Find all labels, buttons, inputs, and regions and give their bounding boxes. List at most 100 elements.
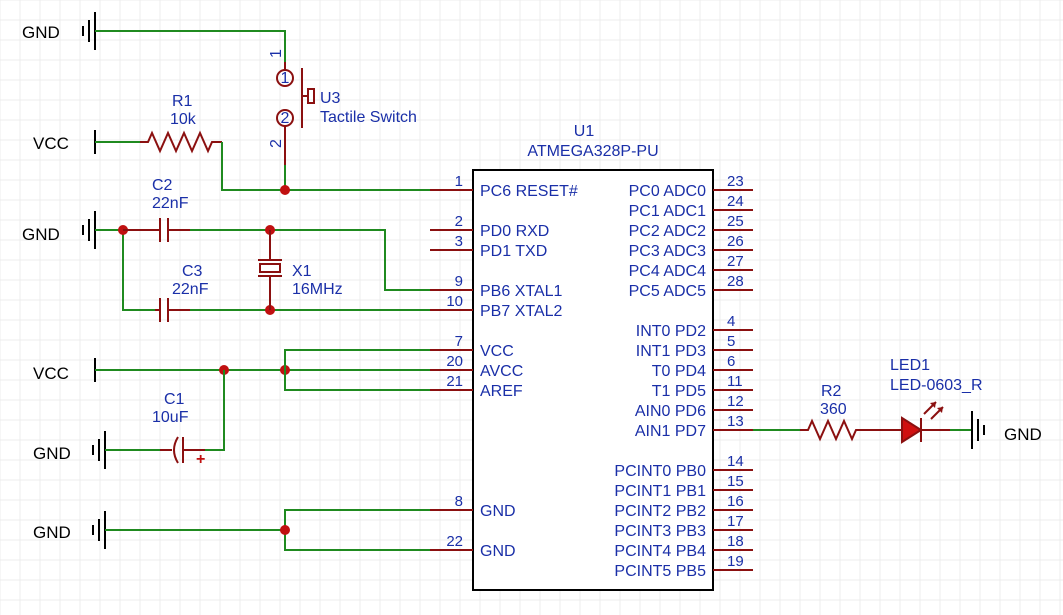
- gnd-symbol-mcu: [92, 511, 106, 549]
- pin-number: 21: [446, 373, 463, 390]
- pin-name: PB6 XTAL1: [480, 283, 563, 300]
- gnd-symbol-top: [82, 12, 96, 50]
- pin-name: PC0 ADC0: [629, 183, 706, 200]
- pin-name: PCINT0 PB0: [614, 463, 706, 480]
- c2-value: 22nF: [152, 195, 189, 212]
- pin-name: PC4 ADC4: [629, 263, 706, 280]
- switch-pin2-number: 2: [268, 139, 285, 148]
- pin-number: 1: [455, 173, 463, 190]
- pin-name: GND: [480, 543, 516, 560]
- r1-ref: R1: [172, 93, 193, 110]
- switch-pin1-circle: [276, 69, 294, 87]
- gnd-led-label: GND: [1004, 425, 1042, 444]
- pin-name: INT0 PD2: [636, 323, 706, 340]
- capacitor-c3[interactable]: [159, 298, 169, 322]
- pin-name: PD1 TXD: [480, 243, 547, 260]
- vcc-r1-label: VCC: [33, 134, 69, 153]
- wire-vcc-aref: [284, 349, 430, 391]
- crystal-x1[interactable]: [258, 230, 282, 310]
- pin-number: 28: [727, 273, 744, 290]
- pin-number: 16: [727, 493, 744, 510]
- pin-name: PCINT1 PB1: [614, 483, 706, 500]
- switch-pin1-text: 1: [281, 70, 290, 87]
- pin-number: 6: [727, 353, 735, 370]
- resistor-r1[interactable]: [140, 130, 222, 154]
- switch-pin1-number: 1: [268, 49, 285, 58]
- pin-number: 8: [455, 493, 463, 510]
- pin-name: VCC: [480, 343, 514, 360]
- pin-name: PC6 RESET#: [480, 183, 578, 200]
- gnd-mcu-label: GND: [33, 523, 71, 542]
- pin-number: 18: [727, 533, 744, 550]
- c2-ref: C2: [152, 177, 173, 194]
- tactile-switch-u3[interactable]: [276, 62, 315, 165]
- pin-name: AIN0 PD6: [635, 403, 706, 420]
- wire-xtal1: [190, 229, 430, 291]
- pin-number: 26: [727, 233, 744, 250]
- led-led1[interactable]: [901, 401, 944, 444]
- pin-name: INT1 PD3: [636, 343, 706, 360]
- pin-name: AREF: [480, 383, 523, 400]
- pin-number: 14: [727, 453, 744, 470]
- capacitor-c1[interactable]: [160, 436, 205, 464]
- pin-number: 11: [727, 373, 743, 390]
- u3-value: Tactile Switch: [320, 109, 417, 126]
- c1-polarity-mark: +: [196, 451, 205, 468]
- u3-ref: U3: [320, 90, 341, 107]
- u1-body[interactable]: [472, 169, 714, 591]
- resistor-r2[interactable]: [800, 418, 880, 442]
- pin-name: T0 PD4: [652, 363, 706, 380]
- pin-number: 20: [446, 353, 463, 370]
- gnd-c1-label: GND: [33, 444, 71, 463]
- wire-vcc-c1: [205, 370, 225, 451]
- gnd-symbol-c1: [92, 431, 106, 469]
- c3-value: 22nF: [172, 281, 209, 298]
- u1-right-pin[interactable]: 6 T0 PD4: [652, 353, 753, 380]
- pin-number: 2: [455, 213, 463, 230]
- pin-number: 17: [727, 513, 744, 530]
- pin-name: PB7 XTAL2: [480, 303, 563, 320]
- pin-number: 9: [455, 273, 463, 290]
- wire-reset-net: [221, 142, 430, 191]
- gnd-caps-label: GND: [22, 225, 60, 244]
- pin-number: 5: [727, 333, 735, 350]
- switch-pin2-text: 2: [281, 110, 290, 127]
- pin-number: 15: [727, 473, 744, 490]
- pin-name: PCINT2 PB2: [614, 503, 706, 520]
- pin-name: PCINT5 PB5: [614, 563, 706, 580]
- pin-name: PD0 RXD: [480, 223, 549, 240]
- pin-number: 10: [446, 293, 463, 310]
- capacitor-c2[interactable]: [159, 218, 169, 242]
